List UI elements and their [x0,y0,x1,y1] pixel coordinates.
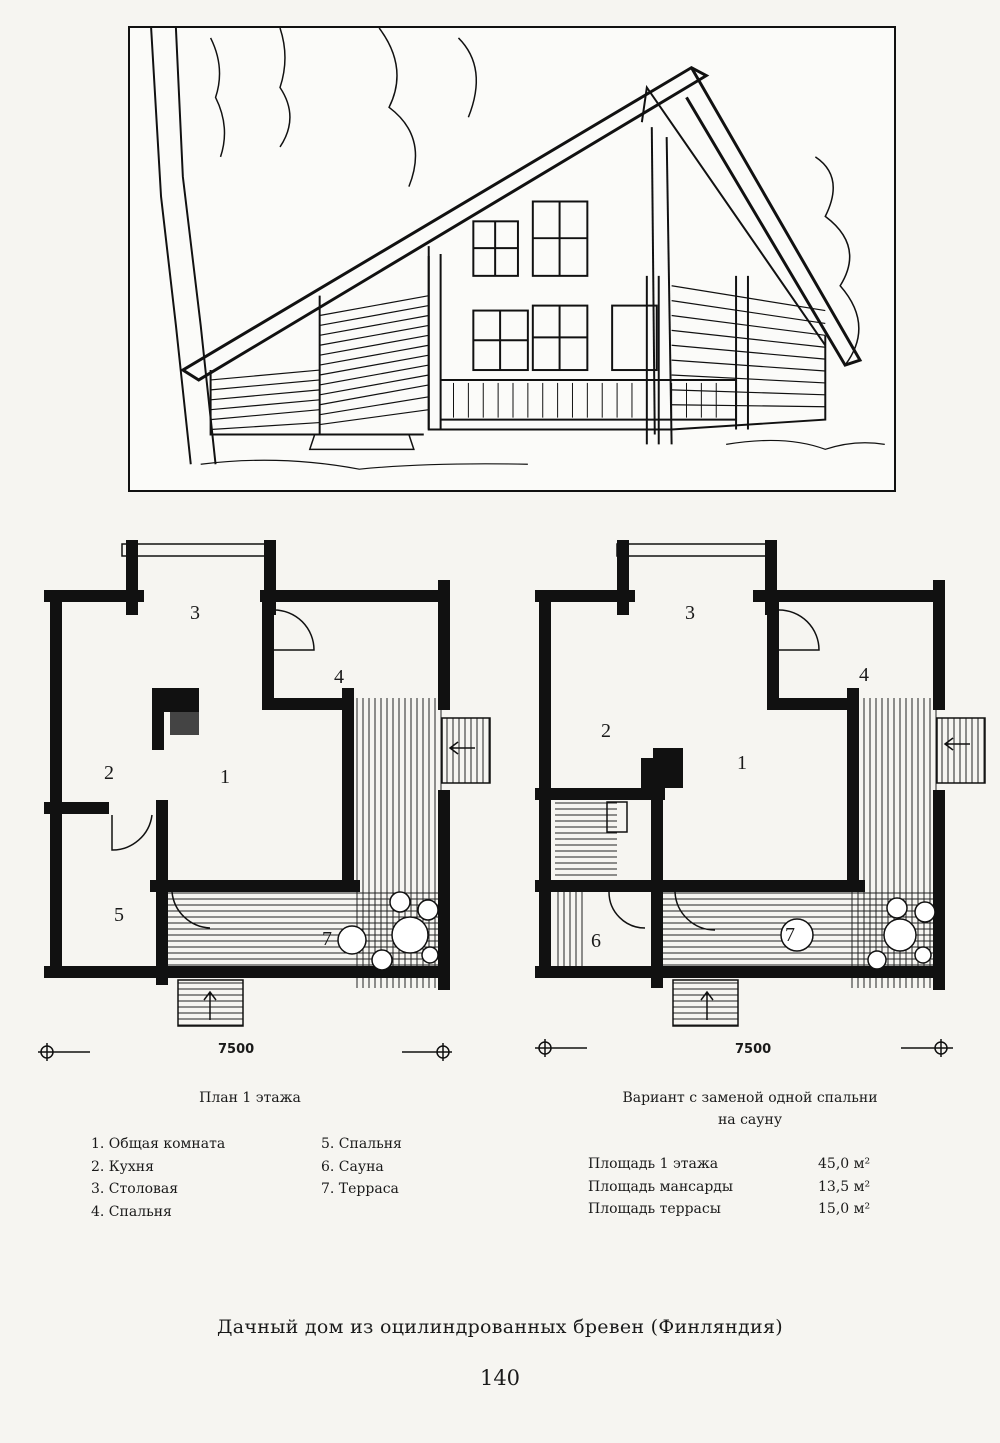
right-plan-caption-line2: на сауну [717,1112,783,1128]
legend-item: 6. Сауна [321,1158,384,1175]
legend-item: 1. Общая комната [91,1136,226,1152]
page-number: 140 [479,1366,521,1390]
left-plan-caption: План 1 этажа [199,1090,301,1106]
right-plan-dimension: 7500 [735,1042,772,1057]
legend-column-1: 1. Общая комната 2. Кухня 3. Столовая 4.… [91,1133,225,1223]
room-6-label: 6 [591,930,601,952]
area-value-terrace: 15,0 м² [818,1201,871,1217]
room-1-label: 1 [737,752,747,774]
room-7-label: 7 [785,924,795,946]
area-label-terrace: Площадь террасы [588,1201,721,1217]
house-sketch-svg [150,28,885,470]
area-label-floor: Площадь 1 этажа [588,1156,719,1172]
legend-item: 5. Спальня [321,1136,402,1152]
legend-item: 7. Терраса [321,1181,399,1197]
room-2-label: 2 [104,762,114,784]
room-7-label: 7 [322,928,332,950]
house-sketch-illustration [128,26,896,492]
legend-column-2: 5. Спальня 6. Сауна 7. Терраса [321,1133,402,1201]
room-5-label: 5 [114,904,124,926]
legend-item: 2. Кухня [91,1158,154,1175]
axis-marker-icon [38,1043,452,1061]
floor-plan-left: 3 4 2 1 5 7 [30,530,491,1061]
floor-plan-left-svg [38,540,491,1061]
legend-item: 3. Столовая [91,1181,179,1197]
entrance-arrow-icon [700,737,970,1020]
page-title: Дачный дом из оцилиндрованных бревен (Фи… [217,1316,783,1338]
axis-marker-icon [535,1039,953,1057]
room-4-label: 4 [334,666,344,688]
area-value-attic: 13,5 м² [818,1179,871,1195]
room-4-label: 4 [859,664,869,686]
floor-plan-right-svg [535,540,986,1057]
floor-plan-right: 3 4 2 1 6 7 [525,530,986,1057]
room-3-label: 3 [190,602,200,624]
legend-item: 4. Спальня [91,1203,172,1220]
left-plan-dimension: 7500 [218,1042,255,1057]
area-label-attic: Площадь мансарды [588,1179,734,1195]
entrance-arrow-icon [203,741,475,1020]
room-2-label: 2 [601,720,611,742]
room-3-label: 3 [685,602,695,624]
area-value-floor: 45,0 м² [818,1156,871,1172]
right-plan-caption-line1: Вариант с заменой одной спальни [622,1090,878,1106]
room-1-label: 1 [220,766,230,788]
